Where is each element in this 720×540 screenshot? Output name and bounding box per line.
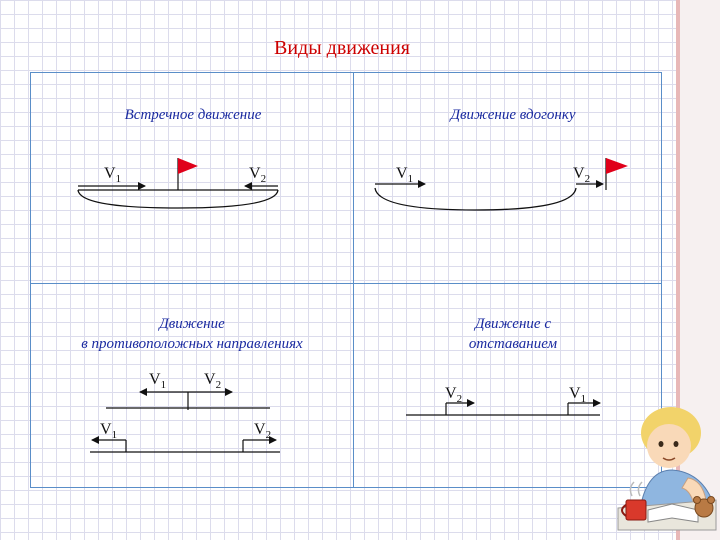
mug-icon xyxy=(626,500,646,520)
steam xyxy=(630,482,642,496)
oncoming-v2-label: V2 xyxy=(249,165,266,185)
pursuit-diagram: V1 V2 xyxy=(375,158,628,210)
boy-thinking-illustration xyxy=(618,407,716,530)
opposite-lower-v2-label: V2 xyxy=(254,421,271,441)
boy-eye xyxy=(674,441,679,447)
pursuit-v2-label: V2 xyxy=(573,165,590,185)
opposite-upper-v2-label: V2 xyxy=(204,371,221,391)
flag-icon xyxy=(606,158,628,174)
flag-icon xyxy=(178,158,198,174)
pursuit-v1-label: V1 xyxy=(396,165,413,185)
oncoming-diagram: V1 V2 xyxy=(78,158,278,208)
opposite-lower-v1-label: V1 xyxy=(100,421,117,441)
opposite-upper-v1-label: V1 xyxy=(149,371,166,391)
lagging-v1-label: V1 xyxy=(569,385,586,405)
boy-eye xyxy=(659,441,664,447)
oncoming-v1-label: V1 xyxy=(104,165,121,185)
oncoming-distance-brace xyxy=(78,190,278,208)
opposite-diagram: V1 V2 V1 V2 xyxy=(90,371,280,452)
lagging-v2-label: V2 xyxy=(445,385,462,405)
teddy-bear-ear xyxy=(694,497,701,504)
pursuit-distance-brace xyxy=(375,188,576,210)
boy-face xyxy=(647,424,691,468)
lagging-diagram: V2 V1 xyxy=(406,385,600,415)
teddy-bear-ear xyxy=(708,497,715,504)
